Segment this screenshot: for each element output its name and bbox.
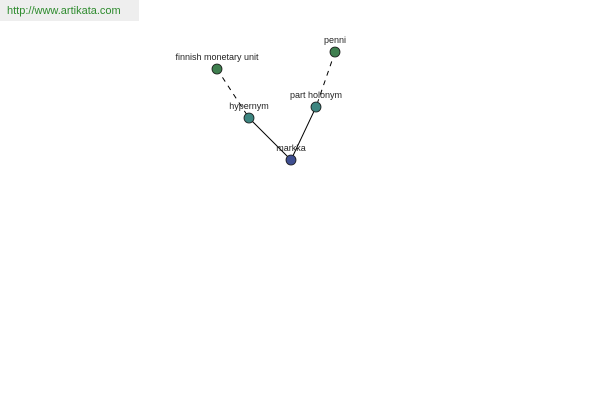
node-penni[interactable]	[329, 46, 341, 58]
labels-layer: finnish monetary unit penni hypernym part h…	[175, 35, 346, 153]
label-hypernym: hypernym	[229, 101, 269, 111]
nodes-layer	[211, 46, 341, 166]
node-hypernym[interactable]	[243, 112, 255, 124]
edge-hypernym-to-markka	[248, 117, 292, 161]
url-banner: http://www.artikata.com	[0, 0, 139, 21]
node-part-holonym[interactable]	[310, 101, 322, 113]
label-markka: markka	[276, 143, 306, 153]
edges-layer	[216, 51, 336, 161]
edge-part-holonym-to-markka	[290, 106, 317, 161]
url-link[interactable]: http://www.artikata.com	[7, 5, 121, 17]
node-markka[interactable]	[285, 154, 297, 166]
label-finnish-monetary-unit: finnish monetary unit	[175, 52, 259, 62]
label-penni: penni	[324, 35, 346, 45]
node-finnish-monetary-unit[interactable]	[211, 63, 223, 75]
label-part-holonym: part holonym	[290, 90, 342, 100]
